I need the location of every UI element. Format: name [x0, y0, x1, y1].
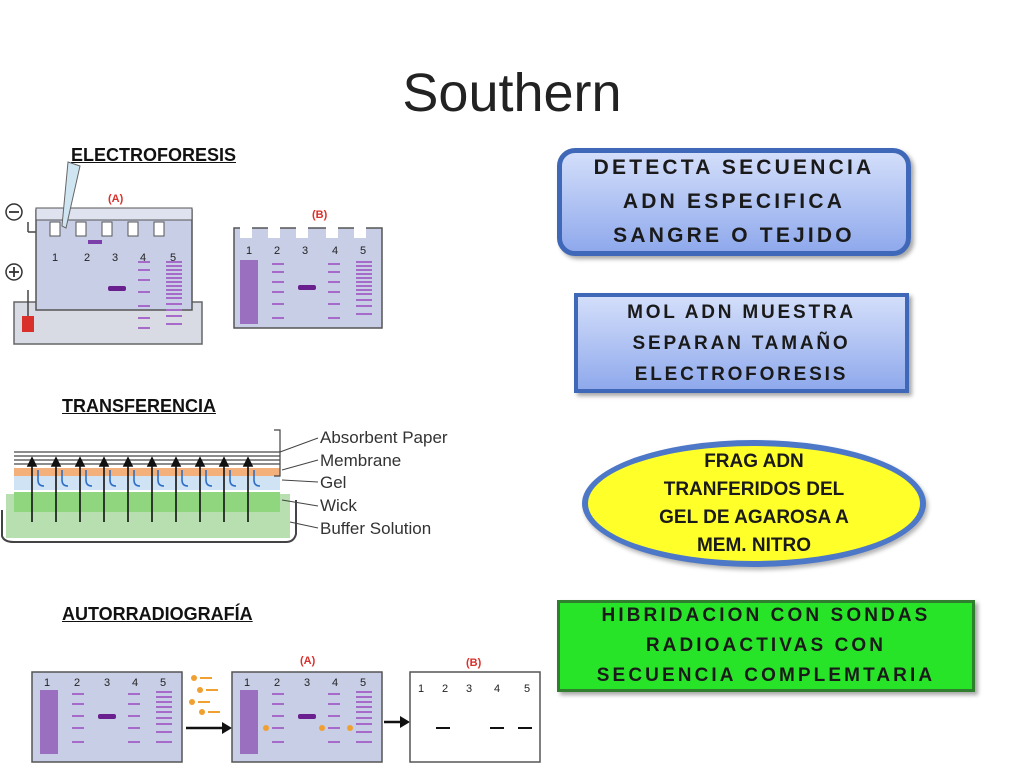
buffer-tank — [13, 301, 203, 345]
lane-label: 3 — [304, 677, 310, 689]
lane-label: 3 — [112, 252, 118, 264]
autoradiograph-film — [409, 671, 541, 763]
box-line: SEPARAN TAMAÑO — [632, 332, 851, 354]
lane-label: 1 — [44, 677, 50, 689]
gel-layer — [14, 476, 280, 490]
lane-label: 3 — [104, 677, 110, 689]
lane-label: 2 — [84, 252, 90, 264]
heading-transferencia: TRANSFERENCIA — [62, 396, 217, 416]
box-hibridacion: HIBRIDACION CON SONDAS RADIOACTIVAS CON … — [557, 600, 975, 692]
box-line: GEL DE AGAROSA A — [659, 506, 849, 528]
label-a: (A) — [108, 193, 124, 205]
layer-label: Gel — [320, 473, 346, 492]
lane-label: 2 — [442, 683, 448, 695]
gel-b — [233, 227, 383, 329]
layer-label: Membrane — [320, 451, 401, 470]
wick-layer — [14, 492, 280, 512]
label-b: (B) — [312, 209, 328, 221]
gel-a — [35, 209, 193, 311]
ellipse-frag-adn: FRAG ADN TRANFERIDOS DEL GEL DE AGAROSA … — [582, 440, 926, 567]
pipette-icon — [61, 161, 81, 229]
box-line: SANGRE O TEJIDO — [613, 224, 855, 247]
box-line: FRAG ADN — [704, 450, 804, 472]
plus-electrode-icon — [5, 263, 23, 281]
lane-label: 1 — [418, 683, 424, 695]
lane-label: 2 — [274, 245, 280, 257]
lane-label: 5 — [360, 677, 366, 689]
radioactive-probe-icon — [189, 675, 220, 715]
gel-original — [31, 671, 183, 763]
box-line: HIBRIDACION CON SONDAS — [601, 605, 931, 626]
box-detecta-secuencia: DETECTA SECUENCIA ADN ESPECIFICA SANGRE … — [557, 148, 911, 256]
box-line: SECUENCIA COMPLEMTARIA — [596, 665, 936, 686]
layer-label: Buffer Solution — [320, 519, 431, 538]
lane-label: 5 — [160, 677, 166, 689]
lane-label: 4 — [332, 245, 338, 257]
label-a: (A) — [300, 655, 316, 667]
lane-label: 2 — [274, 677, 280, 689]
membrane-layer — [14, 468, 280, 476]
layer-label: Wick — [320, 496, 357, 515]
lane-label: 4 — [494, 683, 500, 695]
box-mol-adn: MOL ADN MUESTRA SEPARAN TAMAÑO ELECTROFO… — [574, 293, 909, 393]
gel-lane-smear — [240, 260, 258, 324]
absorbent-paper — [14, 451, 280, 465]
box-line: ELECTROFORESIS — [634, 363, 849, 385]
lane-label: 5 — [524, 683, 530, 695]
minus-electrode-icon — [5, 203, 23, 221]
box-line: RADIOACTIVAS CON — [645, 635, 887, 656]
gel-hybridized — [231, 671, 383, 763]
box-line: ADN ESPECIFICA — [622, 190, 846, 213]
heading-autorradiografia: AUTORRADIOGRAFÍA — [62, 604, 253, 624]
buffer-solution — [6, 494, 290, 538]
box-line: TRANFERIDOS DEL — [663, 478, 845, 500]
lane-label: 4 — [140, 252, 146, 264]
box-line: MEM. NITRO — [696, 534, 811, 556]
box-line: MOL ADN MUESTRA — [627, 301, 856, 323]
lane-label: 1 — [246, 245, 252, 257]
heading-electroforesis: ELECTROFORESIS — [71, 145, 237, 165]
lane-label: 5 — [170, 252, 176, 264]
layer-label: Absorbent Paper — [320, 428, 448, 447]
lane-label: 3 — [466, 683, 472, 695]
lane-label: 4 — [132, 677, 138, 689]
electrode-icon — [22, 316, 34, 332]
page-title: Southern — [402, 63, 622, 123]
lane-label: 2 — [74, 677, 80, 689]
lane-label: 5 — [360, 245, 366, 257]
lane-label: 3 — [302, 245, 308, 257]
lane-label: 1 — [244, 677, 250, 689]
lane-label: 1 — [52, 252, 58, 264]
box-line: DETECTA SECUENCIA — [593, 156, 875, 179]
lane-label: 4 — [332, 677, 338, 689]
label-b: (B) — [466, 657, 482, 669]
